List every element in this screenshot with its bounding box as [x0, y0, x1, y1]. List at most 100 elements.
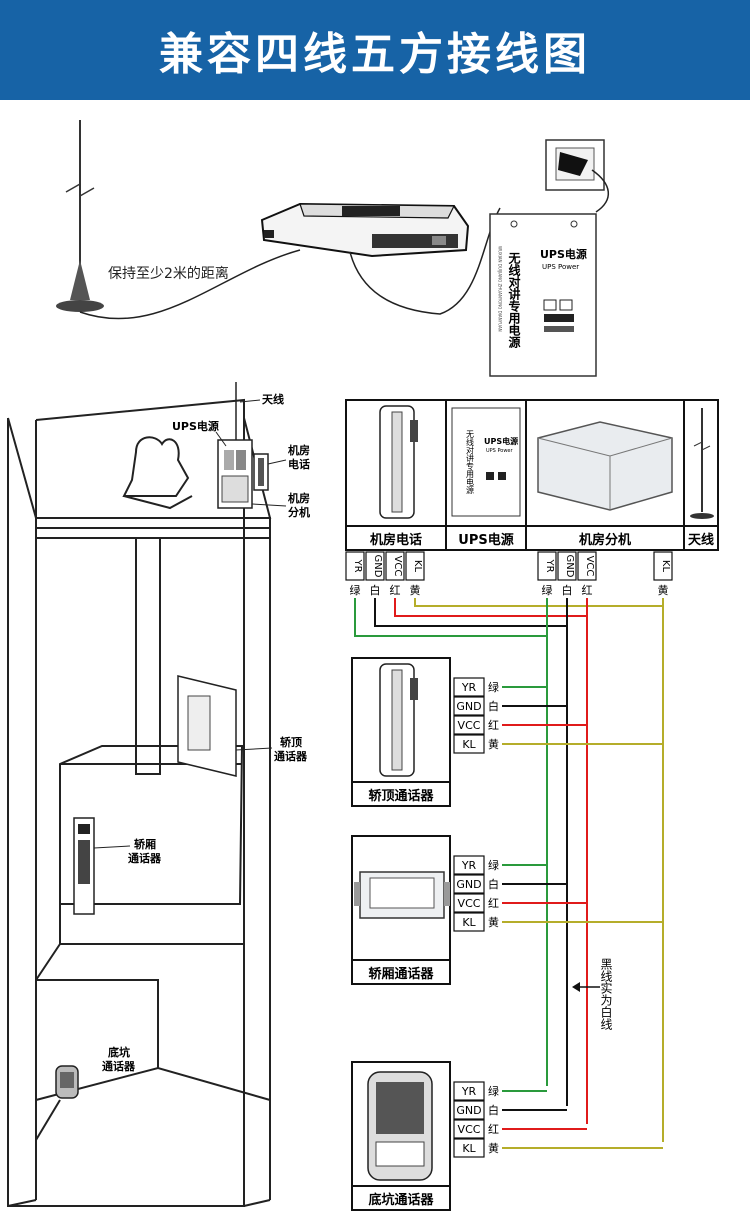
device-label-1: 轿顶通话器 — [368, 788, 434, 804]
device-3-pin-label-vcc: VCC — [458, 1123, 481, 1136]
machine-ups-title: UPS电源 — [484, 436, 518, 446]
distance-note: 保持至少2米的距离 — [108, 265, 229, 282]
machine-room-phone-illustration — [260, 202, 470, 258]
shaft-machine-phone-label-1: 机房 — [288, 443, 310, 457]
phone-terminal-label-vcc: VCC — [392, 556, 403, 577]
phone-terminal-gnd — [365, 551, 385, 581]
wiring — [354, 598, 664, 1149]
device-1-pin-yr — [453, 677, 485, 697]
shaft-car-panel — [73, 817, 95, 915]
note-annotation: 黑线实为白线 — [572, 958, 613, 1030]
power-cable — [591, 169, 609, 213]
shaft-machine-ext-label-2: 分机 — [288, 505, 310, 519]
machine-room-table: 无线对讲专用电源 UPS电源 UPS Power 机房电话 UPS电源 机房分机… — [345, 399, 719, 551]
cell-label-ups: UPS电源 — [458, 532, 513, 548]
shaft-car-top-label-1: 轿顶 — [280, 735, 302, 749]
device-1-color-kl: 黄 — [488, 737, 499, 751]
ext-terminal-gnd — [557, 551, 577, 581]
ups-box-sub: UPS Power — [542, 263, 579, 271]
cell-label-antenna: 天线 — [688, 532, 714, 548]
phone-terminal-label-kl: KL — [412, 560, 423, 573]
device-1-pin-label-kl: KL — [462, 738, 476, 751]
wire-phone-gnd — [374, 598, 567, 627]
shaft-pit-label-1: 底坑 — [108, 1045, 130, 1059]
ups-box-pinyin: WUXIAN DUIJIANG ZHUANYONG DIANYUAN — [498, 246, 503, 332]
device-3-pin-label-kl: KL — [462, 1142, 476, 1155]
antenna-terminal-label-kl: KL — [660, 560, 671, 573]
shaft-car-top-label-2: 通话器 — [274, 749, 308, 763]
device-2-pin-gnd — [453, 874, 485, 894]
device-2-pin-label-yr: YR — [461, 859, 477, 872]
device-3-color-vcc: 红 — [488, 1123, 499, 1136]
shaft-machine-ext-label-1: 机房 — [288, 491, 310, 505]
machine-ups-sub: UPS Power — [486, 448, 513, 454]
phone-color-label-vcc: 红 — [390, 584, 401, 597]
wire-phone-vcc — [394, 598, 587, 617]
ext-terminal-yr — [537, 551, 557, 581]
wire-phone-kl — [414, 598, 663, 607]
device-1-pin-kl — [453, 734, 485, 754]
device-1-pin-label-gnd: GND — [456, 700, 481, 713]
phone-color-label-yr: 绿 — [350, 583, 361, 597]
shaft-car-label-2: 通话器 — [128, 851, 162, 865]
shaft-antenna-label: 天线 — [262, 392, 284, 406]
device-2-color-kl: 黄 — [488, 915, 499, 929]
phone-terminal-kl — [405, 551, 425, 581]
shaft-machine-phone-label-2: 电话 — [288, 457, 310, 471]
device-2-pin-label-vcc: VCC — [458, 897, 481, 910]
phone-to-ups-cable — [349, 207, 501, 315]
shaft-pit-label-2: 通话器 — [102, 1059, 136, 1073]
device-2-color-yr: 绿 — [488, 858, 499, 872]
device-2-pin-yr — [453, 855, 485, 875]
device-1-pin-gnd — [453, 696, 485, 716]
shaft-pit-intercom — [55, 1065, 79, 1099]
ext-terminal-label-gnd: GND — [564, 555, 575, 578]
cell-label-phone: 机房电话 — [370, 532, 422, 548]
device-label-3: 底坑通话器 — [368, 1192, 434, 1208]
phone-terminal-label-gnd: GND — [372, 555, 383, 578]
title-banner: 兼容四线五方接线图 — [0, 0, 750, 100]
wire-phone-yr — [354, 598, 547, 637]
ext-terminal-label-yr: YR — [544, 558, 555, 572]
phone-terminal-vcc — [385, 551, 405, 581]
phone-terminal-label-yr: YR — [352, 558, 363, 572]
device-3-color-yr: 绿 — [488, 1084, 499, 1098]
shaft-car-top-intercom — [177, 675, 237, 777]
device-1-color-gnd: 白 — [488, 699, 499, 713]
wiring-diagram: 保持至少2米的距离 无线对讲专用电源 WUXIAN DUIJIANG ZHUAN… — [7, 120, 719, 1211]
device-2-color-gnd: 白 — [488, 877, 499, 891]
machine-ups-vertical: 无线对讲专用电源 — [466, 430, 475, 495]
shaft-car-label-1: 轿厢 — [134, 837, 156, 851]
antenna-color-label-kl: 黄 — [658, 583, 669, 597]
antenna-illustration — [56, 120, 104, 312]
device-3-color-kl: 黄 — [488, 1141, 499, 1155]
device-2-pin-label-gnd: GND — [456, 878, 481, 891]
device-1-color-vcc: 红 — [488, 719, 499, 732]
device-1-pin-label-vcc: VCC — [458, 719, 481, 732]
note-text: 黑线实为白线 — [599, 958, 613, 1030]
ups-box-text: 无线对讲专用电源 — [507, 252, 521, 349]
device-2-pin-vcc — [453, 893, 485, 913]
shaft-machine-phone — [253, 453, 269, 491]
antenna-terminal-kl — [653, 551, 673, 581]
ext-color-label-gnd: 白 — [562, 583, 573, 597]
phone-terminal-yr — [345, 551, 365, 581]
ext-terminal-vcc — [577, 551, 597, 581]
phone-color-label-gnd: 白 — [370, 583, 381, 597]
phone-color-label-kl: 黄 — [410, 583, 421, 597]
ups-box-label: UPS电源 — [540, 247, 587, 261]
power-outlet — [545, 139, 605, 191]
ext-color-label-vcc: 红 — [582, 584, 593, 597]
device-2-pin-kl — [453, 912, 485, 932]
phone-to-antenna-cable — [79, 249, 301, 320]
device-2-pin-label-kl: KL — [462, 916, 476, 929]
device-1-pin-vcc — [453, 715, 485, 735]
page-title: 兼容四线五方接线图 — [159, 29, 591, 80]
device-label-2: 轿厢通话器 — [368, 966, 434, 982]
device-3-pin-yr — [453, 1081, 485, 1101]
device-2-color-vcc: 红 — [488, 897, 499, 910]
device-3-pin-label-yr: YR — [461, 1085, 477, 1098]
